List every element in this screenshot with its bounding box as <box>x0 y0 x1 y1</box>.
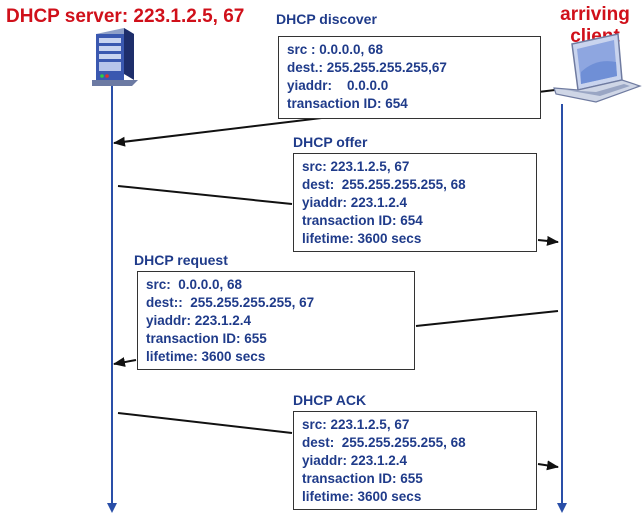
offer-message-box: src: 223.1.2.5, 67 dest: 255.255.255.255… <box>293 153 537 252</box>
request-message-box: src: 0.0.0.0, 68 dest:: 255.255.255.255,… <box>137 271 415 370</box>
client-title: arriving client <box>548 4 642 48</box>
client-title-line-2: client <box>570 26 620 47</box>
offer-label: DHCP offer <box>293 134 368 150</box>
discover-label: DHCP discover <box>276 11 377 27</box>
request-arrow-end <box>113 357 137 367</box>
ack-lifetime: lifetime: 3600 secs <box>302 489 422 504</box>
discover-transaction-id: transaction ID: 654 <box>287 96 408 111</box>
offer-arrow-start <box>117 185 293 205</box>
offer-arrow-end <box>537 235 559 246</box>
offer-transaction-id: transaction ID: 654 <box>302 213 423 228</box>
offer-yiaddr: yiaddr: 223.1.2.4 <box>302 195 408 210</box>
ack-transaction-id: transaction ID: 655 <box>302 471 423 486</box>
ack-dest: dest: 255.255.255.255, 68 <box>302 435 466 450</box>
discover-src: src : 0.0.0.0, 68 <box>287 42 384 57</box>
discover-yiaddr: yiaddr: 0.0.0.0 <box>287 78 389 93</box>
request-lifetime: lifetime: 3600 secs <box>146 349 266 364</box>
discover-dest: dest.: 255.255.255.255,67 <box>287 60 447 75</box>
ack-src: src: 223.1.2.5, 67 <box>302 417 410 432</box>
discover-message-box: src : 0.0.0.0, 68 dest.: 255.255.255.255… <box>278 36 541 119</box>
offer-lifetime: lifetime: 3600 secs <box>302 231 422 246</box>
client-title-line-1: arriving <box>560 4 630 25</box>
request-transaction-id: transaction ID: 655 <box>146 331 267 346</box>
offer-dest: dest: 255.255.255.255, 68 <box>302 177 466 192</box>
ack-message-box: src: 223.1.2.5, 67 dest: 255.255.255.255… <box>293 411 537 510</box>
offer-src: src: 223.1.2.5, 67 <box>302 159 410 174</box>
ack-arrow-start <box>117 412 293 434</box>
server-title: DHCP server: 223.1.2.5, 67 <box>6 6 245 27</box>
request-yiaddr: yiaddr: 223.1.2.4 <box>146 313 252 328</box>
ack-arrow-end <box>537 460 559 471</box>
request-label: DHCP request <box>134 252 228 268</box>
request-src: src: 0.0.0.0, 68 <box>146 277 243 292</box>
request-arrow-start <box>415 310 559 327</box>
ack-yiaddr: yiaddr: 223.1.2.4 <box>302 453 408 468</box>
ack-label: DHCP ACK <box>293 392 367 408</box>
request-dest: dest:: 255.255.255.255, 67 <box>146 295 315 310</box>
